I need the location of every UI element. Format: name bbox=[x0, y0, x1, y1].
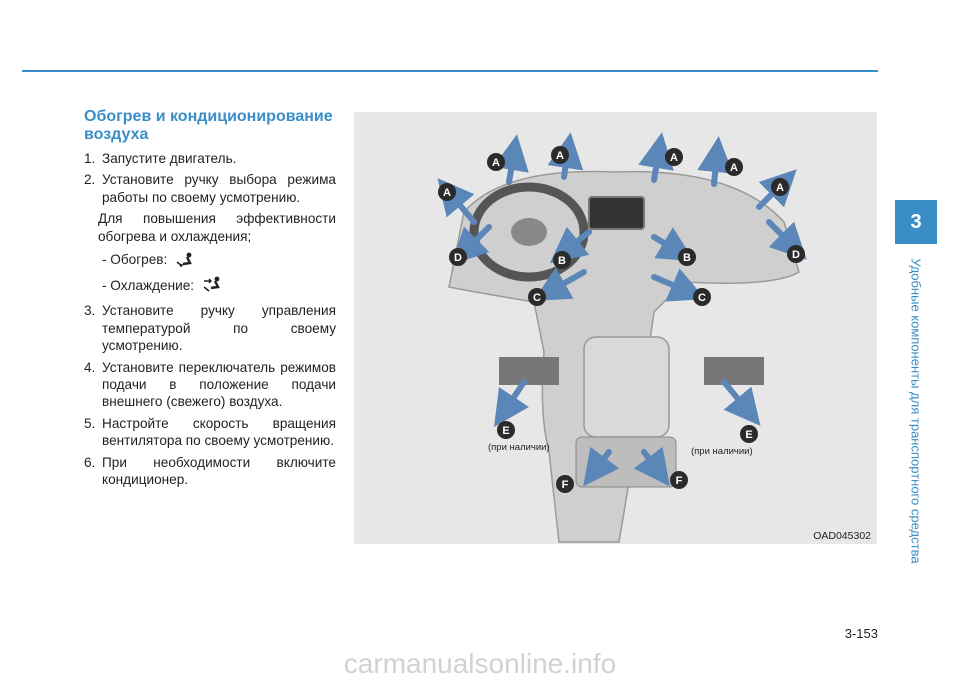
step-number: 1. bbox=[84, 151, 96, 166]
page-number: 3-153 bbox=[844, 626, 878, 641]
vent-badge-e: E bbox=[740, 425, 758, 443]
vent-label: E bbox=[745, 429, 752, 441]
vent-badge-d: D bbox=[449, 248, 467, 266]
vent-badge-a: A bbox=[551, 146, 569, 164]
rear-floor-vent-left bbox=[499, 357, 559, 385]
step-3: 3. Установите ручку управления температу… bbox=[84, 302, 336, 354]
vent-badges: A A A A A A B B C C D D E E F F bbox=[438, 146, 805, 493]
vent-label: D bbox=[454, 252, 462, 264]
vent-badge-b: B bbox=[553, 251, 571, 269]
vents-diagram: A A A A A A B B C C D D E E F F bbox=[437, 132, 807, 543]
vent-badge-a: A bbox=[725, 158, 743, 176]
step-2-note: Для повышения эффективности обогрева и о… bbox=[98, 211, 336, 244]
step-1: 1. Запустите двигатель. bbox=[84, 150, 336, 167]
step-text: Установите переключатель режимов подачи … bbox=[102, 359, 336, 410]
step-text: Запустите двигатель. bbox=[102, 151, 237, 166]
step-6: 6. При необходимости включите кондиционе… bbox=[84, 454, 336, 489]
vent-label: A bbox=[730, 162, 738, 174]
vent-badge-a: A bbox=[487, 153, 505, 171]
vent-badge-f: F bbox=[670, 471, 688, 489]
step-text: Установите ручку выбора режима работы по… bbox=[102, 172, 336, 205]
center-console bbox=[583, 336, 670, 438]
vent-label: C bbox=[533, 292, 541, 304]
face-floor-mode-icon bbox=[203, 277, 220, 293]
step-5: 5. Настройте скорость вращения вентилято… bbox=[84, 415, 336, 450]
optional-note-right: (при наличии) bbox=[691, 446, 753, 457]
step-number: 6. bbox=[84, 454, 96, 470]
vent-label: B bbox=[558, 255, 566, 267]
vent-badge-c: C bbox=[693, 288, 711, 306]
vent-badge-f: F bbox=[556, 475, 574, 493]
vent-label: A bbox=[670, 152, 678, 164]
chapter-tab: 3 bbox=[895, 200, 937, 244]
vent-label: B bbox=[683, 252, 691, 264]
vent-label: C bbox=[698, 292, 706, 304]
step-4: 4. Установите переключатель режимов пода… bbox=[84, 359, 336, 411]
vent-label: F bbox=[676, 475, 683, 487]
dashboard-vents-illustration: A A A A A A B B C C D D E E F F (при нал… bbox=[354, 112, 877, 544]
vent-label: D bbox=[792, 249, 800, 261]
infotainment-screen bbox=[588, 196, 645, 230]
step-2: 2. Установите ручку выбора режима работы… bbox=[84, 171, 336, 206]
header-rule bbox=[22, 70, 878, 72]
rear-vent-panel bbox=[575, 436, 677, 488]
vent-badge-b: B bbox=[678, 248, 696, 266]
vent-label: E bbox=[502, 425, 509, 437]
vent-badge-c: C bbox=[528, 288, 546, 306]
vent-badge-a: A bbox=[771, 178, 789, 196]
chapter-title: Удобные компоненты для транспортного сре… bbox=[908, 258, 924, 564]
vent-label: A bbox=[556, 150, 564, 162]
step-number: 5. bbox=[84, 415, 96, 431]
vent-label: A bbox=[443, 187, 451, 199]
vent-label: F bbox=[562, 479, 569, 491]
watermark: carmanualsonline.info bbox=[343, 648, 617, 679]
heating-mode-option: - Обогрев: bbox=[102, 251, 336, 268]
instruction-list: 1. Запустите двигатель. 2. Установите ру… bbox=[84, 150, 336, 493]
step-text: Настройте скорость вращения вентилятора … bbox=[102, 415, 336, 449]
rear-floor-vent-right bbox=[704, 357, 764, 385]
figure-code: OAD045302 bbox=[813, 530, 871, 542]
heating-label: - Обогрев: bbox=[102, 252, 168, 268]
step-text: Установите ручку управления температурой… bbox=[102, 303, 336, 354]
step-text: При необходимости включите кондиционер. bbox=[102, 454, 336, 488]
step-number: 3. bbox=[84, 303, 96, 319]
cooling-label: - Охлаждение: bbox=[102, 277, 195, 293]
section-heading: Обогрев и кондиционирование воздуха bbox=[84, 108, 333, 143]
vent-label: A bbox=[492, 157, 500, 169]
cooling-mode-option: - Охлаждение: bbox=[102, 276, 336, 294]
vent-label: A bbox=[776, 182, 784, 194]
vent-badge-d: D bbox=[787, 245, 805, 263]
step-number: 4. bbox=[84, 359, 96, 375]
floor-mode-icon bbox=[176, 252, 193, 267]
vent-badge-a: A bbox=[438, 183, 456, 201]
vent-badge-a: A bbox=[665, 148, 683, 166]
vent-badge-e: E bbox=[497, 421, 515, 439]
step-number: 2. bbox=[84, 172, 96, 188]
optional-note-left: (при наличии) bbox=[488, 442, 550, 453]
